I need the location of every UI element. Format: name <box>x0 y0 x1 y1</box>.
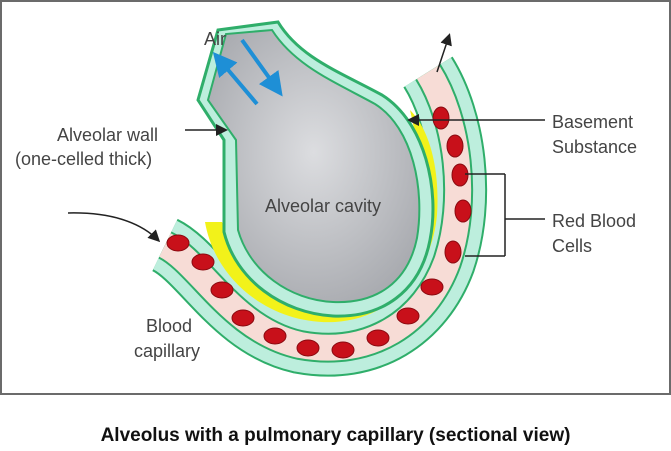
label-capillary-1: Blood <box>146 316 192 336</box>
label-rbc-2: Cells <box>552 236 592 256</box>
air-out-arrow <box>212 51 259 106</box>
blood-capillary <box>150 56 488 377</box>
label-alveolar-wall-note: (one-celled thick) <box>15 149 152 169</box>
alveolus <box>196 20 435 318</box>
label-capillary-2: capillary <box>134 341 200 361</box>
label-basement-2: Substance <box>552 137 637 157</box>
alveolus-diagram: Air Alveolar wall (one-celled thick) Alv… <box>15 20 637 377</box>
label-rbc-1: Red Blood <box>552 211 636 231</box>
pointer-arrows <box>67 33 545 257</box>
label-air: Air <box>204 29 226 49</box>
label-basement-1: Basement <box>552 112 633 132</box>
label-alveolar-wall: Alveolar wall <box>57 125 158 145</box>
red-blood-cells <box>166 106 472 359</box>
figure-caption: Alveolus with a pulmonary capillary (sec… <box>100 425 571 446</box>
air-in-arrow <box>240 38 283 97</box>
label-alveolar-cavity: Alveolar cavity <box>265 196 381 216</box>
